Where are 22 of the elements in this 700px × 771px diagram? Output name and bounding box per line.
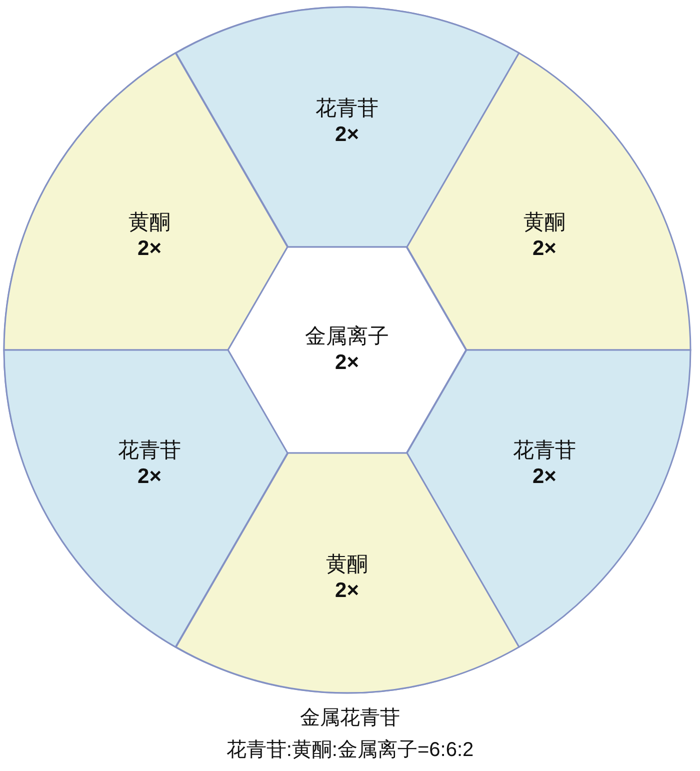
segment-label: 黄酮 xyxy=(523,210,566,236)
ring-segment xyxy=(406,52,690,350)
segment-label: 黄酮 xyxy=(326,552,368,578)
segment-label: 金属离子 xyxy=(305,324,389,350)
count-label: 2× xyxy=(136,464,162,490)
count-label: 2× xyxy=(531,464,558,490)
ring-segment xyxy=(4,350,288,648)
ring-segment xyxy=(176,7,518,247)
count-label: 2× xyxy=(334,122,360,148)
caption: 金属花青苷 xyxy=(299,706,401,731)
count-label: 2× xyxy=(531,236,558,262)
segment-label: 花青苷 xyxy=(118,438,182,464)
count-label: 2× xyxy=(334,578,360,604)
count-label: 2× xyxy=(136,236,162,262)
segment-label: 花青苷 xyxy=(316,96,378,122)
segment-label: 黄酮 xyxy=(128,210,171,236)
ring-segment xyxy=(406,350,690,648)
segment-label: 花青苷 xyxy=(512,438,576,464)
count-label: 2× xyxy=(334,350,360,376)
ratio-note: 花青苷:黄酮:金属离子=6:6:2 xyxy=(225,738,475,763)
center-hexagon xyxy=(228,246,466,454)
ring-segment xyxy=(4,52,288,350)
